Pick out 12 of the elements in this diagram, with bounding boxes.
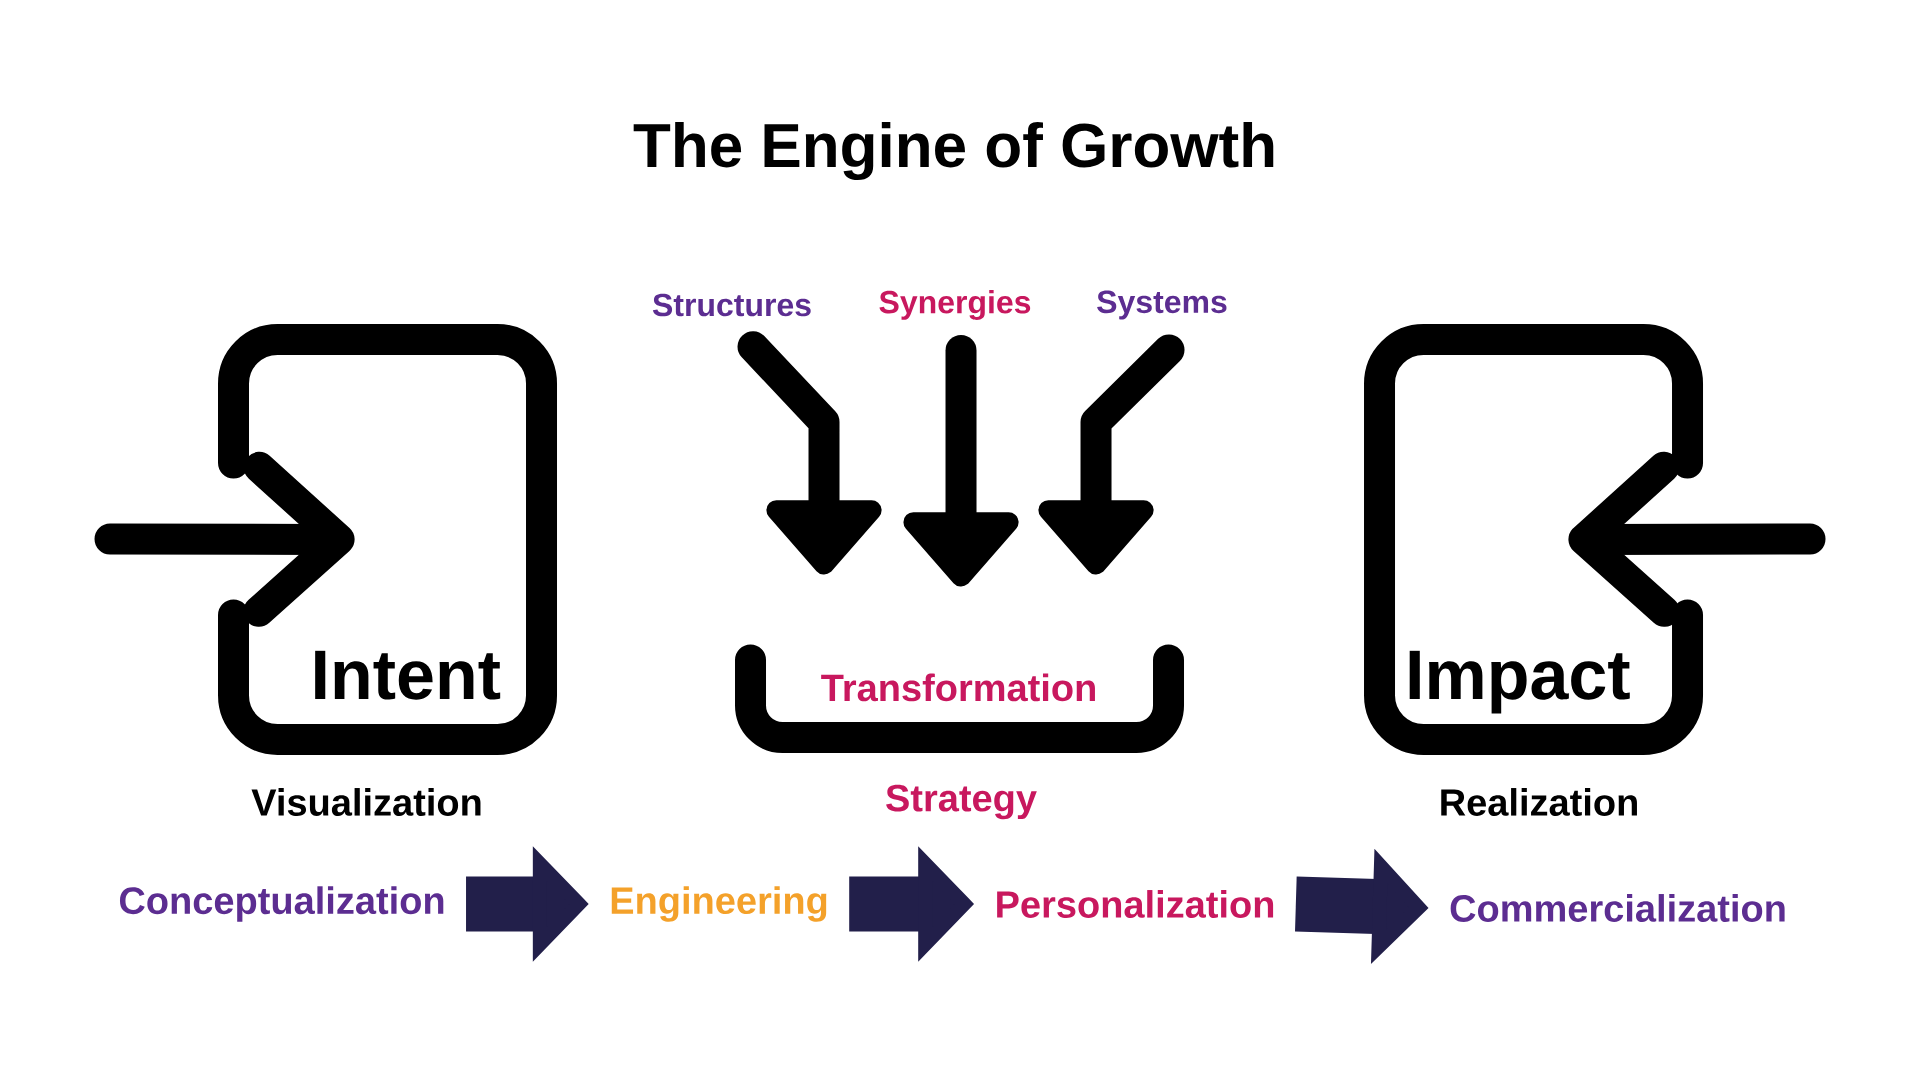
step-label: Visualization	[251, 788, 481, 816]
step-label: Synergies	[879, 290, 1031, 320]
title: The Engine of Growth	[633, 121, 1274, 181]
step-label: Personalization	[997, 890, 1274, 918]
step-label: Conceptualization	[119, 886, 444, 922]
step-label: Strategy	[886, 784, 1037, 820]
step-label: Systems	[1097, 290, 1227, 320]
step-label: Engineering	[611, 886, 827, 922]
step-label: Structures	[652, 293, 811, 317]
step-label: Realization	[1441, 788, 1637, 816]
step-label: Commercialization	[1450, 894, 1785, 922]
arrow	[903, 334, 1019, 587]
